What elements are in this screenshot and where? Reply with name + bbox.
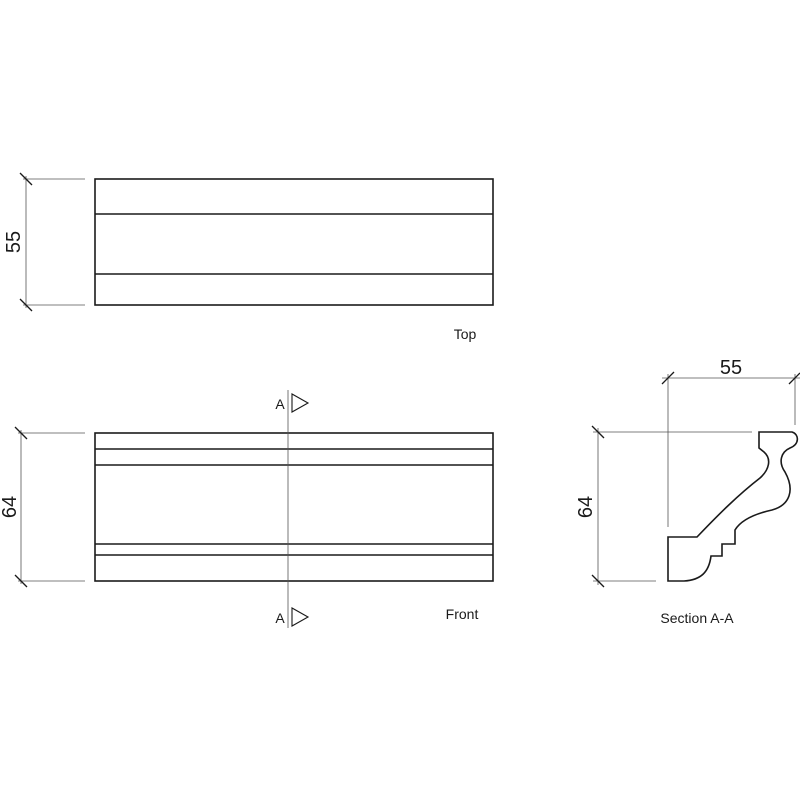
dimension-tick xyxy=(19,172,33,186)
front-view: A A 64 Front xyxy=(0,390,494,628)
section-profile xyxy=(667,431,799,582)
section-arrow-bottom-icon xyxy=(291,607,310,627)
top-view: 55 Top xyxy=(3,172,494,342)
section-width-dimension-text: 55 xyxy=(720,357,742,379)
section-width-dimension: 55 xyxy=(661,357,800,527)
section-marker-bottom: A xyxy=(275,610,285,626)
front-view-dimension: 64 xyxy=(0,426,85,588)
front-view-outline xyxy=(94,432,494,582)
top-view-dimension: 55 xyxy=(3,172,85,312)
front-view-dimension-text: 64 xyxy=(0,496,21,518)
top-view-outline xyxy=(94,178,494,306)
dimension-tick xyxy=(591,574,605,588)
section-arrow-top-icon xyxy=(291,393,310,413)
section-marker-top: A xyxy=(275,396,285,412)
top-view-label: Top xyxy=(454,326,477,342)
section-view-label: Section A-A xyxy=(660,610,734,626)
front-view-label: Front xyxy=(446,606,479,622)
dimension-tick xyxy=(14,426,28,440)
dimension-tick xyxy=(19,298,33,312)
section-height-dimension: 64 xyxy=(575,425,752,588)
top-view-dimension-text: 55 xyxy=(3,231,25,253)
dimension-tick xyxy=(788,372,800,385)
dimension-tick xyxy=(661,371,675,385)
dimension-tick xyxy=(591,425,605,439)
dimension-tick xyxy=(14,574,28,588)
section-height-dimension-text: 64 xyxy=(575,496,597,518)
section-view: 55 64 Section A-A xyxy=(575,357,800,626)
